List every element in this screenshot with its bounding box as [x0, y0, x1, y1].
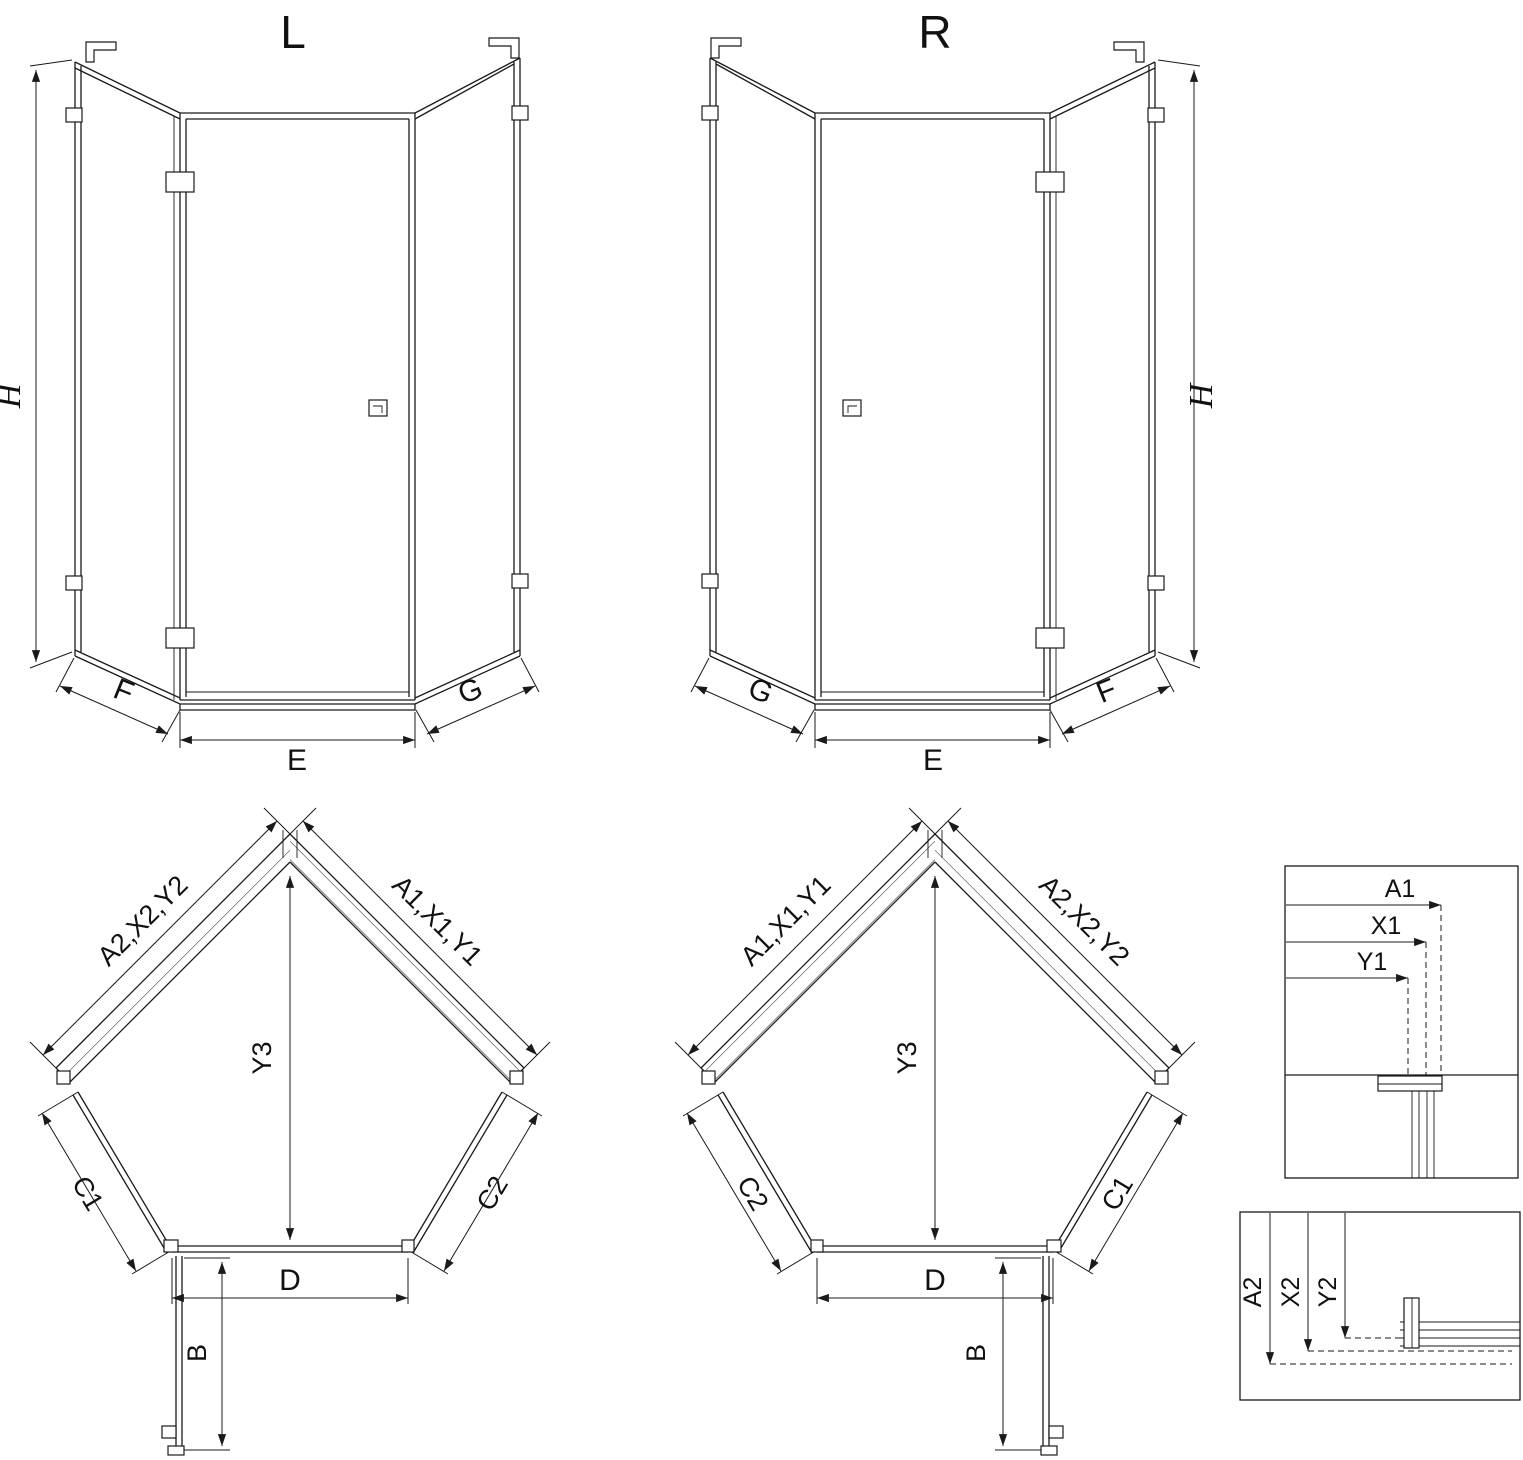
glass-wall-junction-icon [56, 1070, 71, 1085]
side-glass-c1 [37, 1091, 173, 1275]
front-left-height-label: H [0, 381, 28, 409]
front-right-f-label: F [1092, 672, 1121, 709]
door-hinge-icon [165, 627, 195, 649]
open-door [161, 1256, 185, 1456]
glass-wall-junction-icon [509, 1070, 524, 1085]
wall-bracket-icon [511, 573, 529, 589]
door-front-edge [163, 1239, 415, 1253]
b-dimension [184, 1257, 230, 1451]
height-dimension [29, 59, 73, 669]
plan-left-c1-label: C1 [66, 1171, 109, 1216]
front-right-e-label: E [923, 744, 943, 777]
plan-right-y3-label: Y3 [892, 1041, 922, 1074]
detail-bottom-y2-label: Y2 [1314, 1277, 1342, 1308]
front-view-geometry [29, 37, 540, 748]
wall-profile-clamp-icon [488, 37, 520, 59]
front-view-geometry-mirrored [691, 38, 1200, 748]
front-left-f-label: F [109, 672, 138, 709]
plan-left-d-label: D [279, 1264, 301, 1297]
profile-bracket-icon [1377, 1075, 1443, 1092]
plan-view-geometry [29, 807, 551, 1456]
front-right-g-label: G [744, 672, 778, 711]
detail-bottom-x2-label: X2 [1277, 1277, 1305, 1308]
plan-right-c1-label: C1 [1096, 1171, 1139, 1216]
plan-right-d-label: D [924, 1264, 946, 1297]
detail-box-top: A1 X1 Y1 [1284, 865, 1519, 1179]
door-hinge-icon [165, 171, 195, 193]
front-left-title: L [280, 6, 306, 58]
door-panel [165, 112, 416, 701]
left-side-glass-panel [65, 41, 181, 700]
detail-top-y1-label: Y1 [1357, 948, 1388, 976]
plan-right-c2-label: C2 [731, 1171, 774, 1216]
shower-tray [74, 650, 521, 711]
plan-view-geometry-mirrored [675, 808, 1195, 1455]
plan-right-b-label: B [961, 1344, 991, 1362]
plan-left-b-label: B [182, 1344, 212, 1362]
front-right-height-label: H [1183, 381, 1220, 409]
front-left-g-label: G [453, 672, 487, 711]
wall-bracket-icon [65, 575, 83, 591]
base-dimensions [55, 657, 540, 748]
detail-box-top-frame [1284, 865, 1519, 1179]
front-left-e-label: E [287, 744, 307, 777]
door-handle-plan-icon [161, 1425, 177, 1439]
d-dimension [171, 1258, 409, 1304]
detail-box-bottom-frame [1239, 1211, 1521, 1401]
profile-bracket-icon [1403, 1297, 1420, 1349]
detail-top-a1-label: A1 [1385, 875, 1416, 903]
a-dimension-right [289, 807, 551, 1069]
wall-bracket-icon [511, 105, 529, 121]
front-right-title: R [918, 6, 951, 58]
side-glass-c2 [407, 1091, 543, 1275]
door-base-bracket-icon [167, 1445, 185, 1456]
plan-left-c2-label: C2 [471, 1171, 514, 1216]
detail-box-bottom: A2 X2 Y2 [1239, 1211, 1521, 1401]
door-catch-block-icon [401, 1239, 415, 1253]
wall-profile-clamp-icon [85, 41, 117, 63]
door-handle-icon [368, 399, 388, 417]
detail-top-x1-label: X1 [1371, 912, 1402, 940]
a-dimension-left [29, 807, 291, 1069]
detail-bottom-a2-label: A2 [1239, 1277, 1267, 1308]
wall-bracket-icon [65, 107, 83, 123]
door-pivot-block-icon [163, 1239, 179, 1253]
right-side-glass-panel [414, 37, 529, 699]
plan-left-y3-label: Y3 [247, 1041, 277, 1074]
